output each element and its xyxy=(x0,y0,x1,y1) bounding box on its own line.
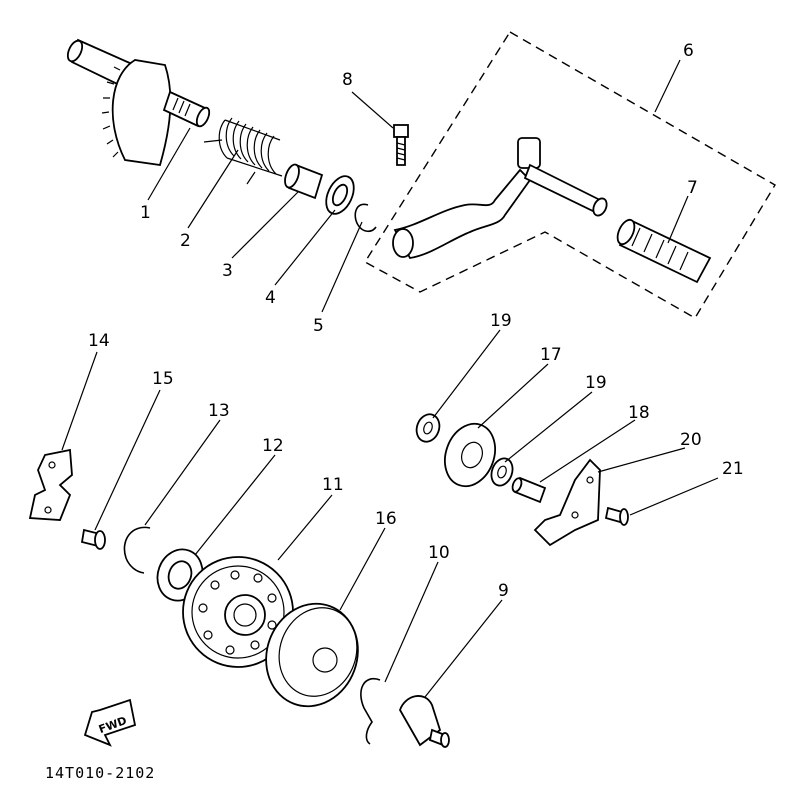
drum-part-16 xyxy=(265,602,359,708)
part-label-12: 12 xyxy=(262,436,284,456)
plate-part-14 xyxy=(28,448,73,521)
part-label-3: 3 xyxy=(222,261,233,281)
drawing-code: 14T010-2102 xyxy=(45,764,155,782)
part-label-20: 20 xyxy=(680,430,702,450)
kick-grip-part xyxy=(616,218,712,284)
kick-crank-assembly-outline xyxy=(364,31,776,319)
fwd-arrow xyxy=(83,698,137,747)
part-label-11: 11 xyxy=(322,475,344,495)
kick-shaft-part xyxy=(66,38,211,167)
part-label-1: 1 xyxy=(140,203,151,223)
part-label-14: 14 xyxy=(88,331,110,351)
part-label-19-upper: 19 xyxy=(490,311,512,331)
part-label-18: 18 xyxy=(628,403,650,423)
washer-part-19a xyxy=(415,413,441,443)
screw-part-21 xyxy=(604,506,629,526)
gear-part-9 xyxy=(399,695,450,748)
part-label-2: 2 xyxy=(180,231,191,251)
part-label-16: 16 xyxy=(375,509,397,529)
part-label-6: 6 xyxy=(683,41,694,61)
washer-part xyxy=(325,175,355,215)
clip-part-10 xyxy=(360,677,381,745)
part-label-10: 10 xyxy=(428,543,450,563)
kick-crank-part xyxy=(392,137,608,259)
screw-part-15 xyxy=(80,528,106,550)
circlip-part-13 xyxy=(123,526,151,574)
part-label-19-lower: 19 xyxy=(585,373,607,393)
part-label-17: 17 xyxy=(540,345,562,365)
pin-part-18 xyxy=(511,476,547,504)
bolt-part-8 xyxy=(393,124,409,166)
part-label-21: 21 xyxy=(722,459,744,479)
collar-part xyxy=(284,163,324,200)
part-label-7: 7 xyxy=(687,178,698,198)
bracket-part-20 xyxy=(533,458,601,547)
part-label-15: 15 xyxy=(152,369,174,389)
washer-part-19b xyxy=(490,457,514,487)
part-label-5: 5 xyxy=(313,316,324,336)
part-label-8: 8 xyxy=(342,70,353,90)
kick-spring-part xyxy=(203,117,283,185)
part-label-9: 9 xyxy=(498,581,509,601)
part-label-4: 4 xyxy=(265,288,276,308)
part-labels: 1 2 3 4 5 6 7 8 9 10 11 12 13 14 15 16 1… xyxy=(88,41,744,601)
circlip-part xyxy=(354,203,377,233)
part-label-13: 13 xyxy=(208,401,230,421)
gear-part-11 xyxy=(182,556,294,668)
leader-lines xyxy=(61,59,719,698)
